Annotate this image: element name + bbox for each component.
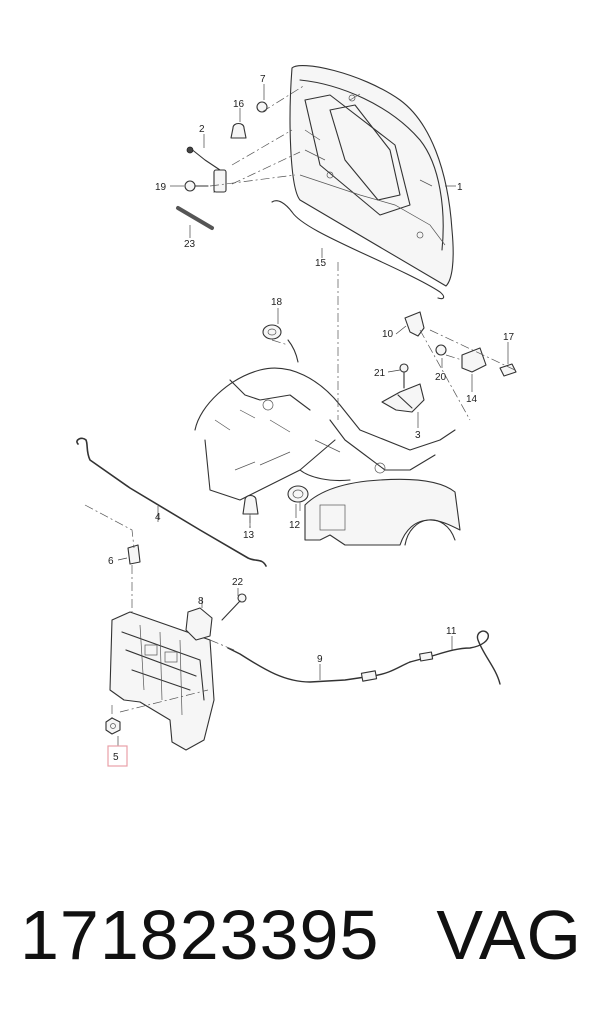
hood-support-rod	[76, 437, 267, 567]
callout-21: 21	[374, 368, 386, 379]
callout-9: 9	[317, 654, 323, 665]
callout-7: 7	[260, 74, 266, 85]
callout-16: 16	[233, 99, 245, 110]
exploded-parts-diagram: 1 2 3 4 6 7 8 9 10 11 12 13 14 15 16 17 …	[76, 65, 517, 767]
clip-7	[256, 101, 268, 113]
bolt-21	[399, 363, 409, 389]
callout-12: 12	[289, 520, 301, 531]
callout-4: 4	[155, 512, 161, 523]
callout-10: 10	[382, 329, 394, 340]
footer: 171823395 VAG	[0, 880, 600, 990]
buffer-18	[262, 324, 282, 340]
hood-seal-strip	[271, 200, 445, 300]
callout-5: 5	[113, 752, 119, 763]
callout-11: 11	[446, 626, 457, 637]
callout-8: 8	[198, 596, 204, 607]
bolt-19	[184, 180, 209, 192]
callout-23: 23	[184, 239, 196, 250]
callout-18: 18	[271, 297, 283, 308]
part-number: 171823395	[20, 896, 380, 974]
callout-22: 22	[232, 577, 244, 588]
callout-1: 1	[457, 182, 463, 193]
callout-14: 14	[466, 394, 478, 405]
callout-20: 20	[435, 372, 447, 383]
hood-panel	[289, 65, 454, 287]
callout-5-highlight: 5	[107, 745, 128, 767]
release-cable-11	[409, 630, 501, 685]
bolt-20	[435, 344, 447, 356]
brand-name: VAG	[436, 896, 582, 974]
callout-2: 2	[199, 124, 205, 135]
callout-19: 19	[155, 182, 167, 193]
callout-13: 13	[243, 530, 255, 541]
hood-lock-8	[185, 607, 213, 641]
callout-17: 17	[503, 332, 515, 343]
rubber-strip	[176, 206, 214, 230]
clip-17	[499, 363, 517, 377]
grommet-13	[242, 494, 259, 515]
buffer-16	[230, 122, 247, 139]
bracket-14	[461, 347, 487, 373]
grommet-12	[287, 485, 309, 503]
hinge-3	[381, 383, 425, 413]
hinge-bracket	[186, 146, 227, 193]
release-cable-9	[227, 647, 411, 683]
callout-15: 15	[315, 258, 327, 269]
callout-labels: 1 2 3 4 6 7 8 9 10 11 12 13 14 15 16 17 …	[108, 74, 515, 665]
callout-6: 6	[108, 556, 114, 567]
callout-3: 3	[415, 430, 421, 441]
rod-holder-6	[127, 544, 141, 565]
front-body-structure	[194, 339, 461, 546]
nut-5	[105, 717, 121, 735]
bolt-22	[221, 593, 247, 621]
